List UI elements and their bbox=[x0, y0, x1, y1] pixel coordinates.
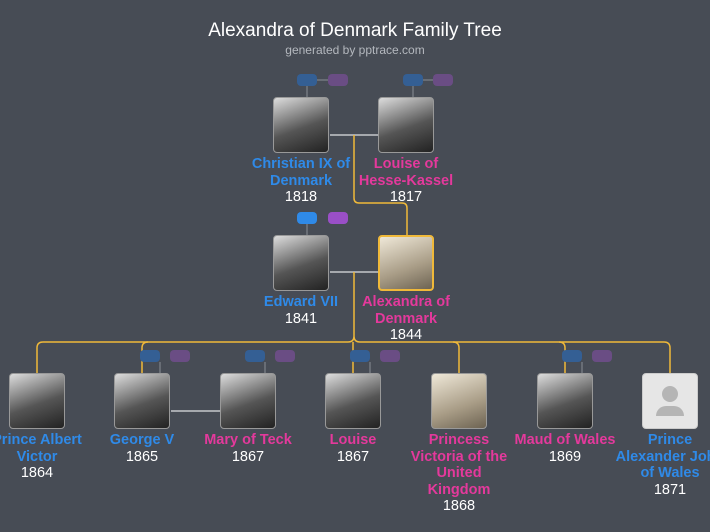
person-year: 1868 bbox=[442, 498, 476, 514]
father-toggle[interactable] bbox=[245, 350, 265, 362]
person-node[interactable]: Mary of Teck 1867 bbox=[193, 373, 303, 465]
person-year: 1867 bbox=[231, 448, 265, 465]
person-year: 1865 bbox=[125, 448, 159, 465]
person-name: Princess Victoria of the United Kingdom bbox=[410, 432, 508, 498]
mother-toggle[interactable] bbox=[170, 350, 190, 362]
person-name: Christian IX of Denmark bbox=[251, 156, 351, 189]
portrait-photo bbox=[378, 235, 434, 291]
person-year: 1844 bbox=[389, 327, 423, 343]
mother-toggle[interactable] bbox=[380, 350, 400, 362]
person-name: George V bbox=[109, 432, 175, 448]
person-node[interactable]: Louise of Hesse-Kassel 1817 bbox=[351, 97, 461, 205]
portrait-photo bbox=[378, 97, 434, 153]
person-year: 1869 bbox=[548, 448, 582, 465]
lineage-line-children bbox=[36, 272, 671, 373]
person-year: 1864 bbox=[20, 465, 54, 481]
person-node[interactable]: Princess Victoria of the United Kingdom … bbox=[404, 373, 514, 514]
person-name: Edward VII bbox=[263, 294, 339, 310]
portrait-photo bbox=[431, 373, 487, 429]
father-toggle[interactable] bbox=[140, 350, 160, 362]
person-placeholder-icon bbox=[642, 373, 698, 429]
mother-toggle[interactable] bbox=[275, 350, 295, 362]
mother-toggle[interactable] bbox=[592, 350, 612, 362]
person-year: 1871 bbox=[653, 481, 687, 498]
person-name: Louise of Hesse-Kassel bbox=[358, 156, 454, 189]
person-node[interactable]: Louise 1867 bbox=[298, 373, 408, 465]
person-name: Mary of Teck bbox=[204, 432, 292, 448]
mother-toggle[interactable] bbox=[328, 212, 348, 224]
person-name: Alexandra of Denmark bbox=[362, 294, 450, 327]
father-toggle[interactable] bbox=[350, 350, 370, 362]
portrait-photo bbox=[325, 373, 381, 429]
portrait-photo bbox=[114, 373, 170, 429]
father-toggle[interactable] bbox=[297, 74, 317, 86]
person-year: 1817 bbox=[389, 189, 423, 205]
page-subtitle: generated by pptrace.com bbox=[285, 43, 425, 57]
person-node[interactable]: Prince Alexander John of Wales 1871 bbox=[615, 373, 710, 498]
person-year: 1841 bbox=[284, 310, 318, 327]
father-toggle[interactable] bbox=[562, 350, 582, 362]
person-node[interactable]: George V 1865 bbox=[87, 373, 197, 465]
person-name: Louise bbox=[329, 432, 377, 448]
mother-toggle[interactable] bbox=[328, 74, 348, 86]
focus-person-node[interactable]: Alexandra of Denmark 1844 bbox=[351, 235, 461, 343]
person-year: 1867 bbox=[336, 448, 370, 465]
portrait-photo bbox=[9, 373, 65, 429]
page-title: Alexandra of Denmark Family Tree bbox=[208, 20, 502, 41]
person-node[interactable]: Christian IX of Denmark 1818 bbox=[246, 97, 356, 205]
person-node[interactable]: Prince Albert Victor 1864 bbox=[0, 373, 92, 481]
father-toggle[interactable] bbox=[297, 212, 317, 224]
portrait-photo bbox=[273, 97, 329, 153]
father-toggle[interactable] bbox=[403, 74, 423, 86]
portrait-photo bbox=[220, 373, 276, 429]
person-name: Maud of Wales bbox=[514, 432, 616, 448]
person-node[interactable]: Edward VII 1841 bbox=[246, 235, 356, 327]
portrait-photo bbox=[273, 235, 329, 291]
mother-toggle[interactable] bbox=[433, 74, 453, 86]
person-node[interactable]: Maud of Wales 1869 bbox=[510, 373, 620, 465]
person-year: 1818 bbox=[284, 189, 318, 205]
portrait-photo bbox=[537, 373, 593, 429]
lineage-line-alexandra bbox=[353, 135, 408, 235]
person-name: Prince Alexander John of Wales bbox=[615, 432, 710, 481]
person-name: Prince Albert Victor bbox=[0, 432, 82, 465]
